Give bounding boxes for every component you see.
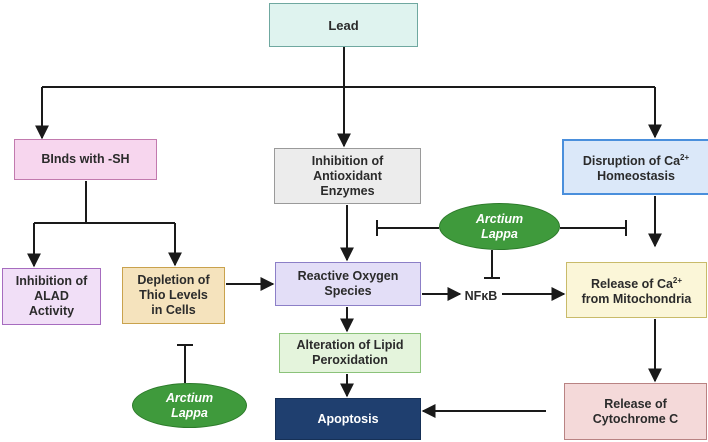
node-inhibition-alad: Inhibition of ALAD Activity	[2, 268, 101, 325]
node-depletion-thio-label: Depletion of Thio Levels in Cells	[137, 273, 210, 317]
node-binds-sh-label: BInds with -SH	[41, 152, 130, 166]
node-apoptosis: Apoptosis	[275, 398, 421, 440]
node-lead: Lead	[269, 3, 418, 47]
node-nfkb: NFκB	[462, 287, 500, 305]
node-ros-label: Reactive Oxygen Species	[297, 269, 399, 298]
node-lead-label: Lead	[328, 17, 359, 33]
node-nfkb-label: NFκB	[464, 289, 498, 303]
node-disruption-ca-text: Disruption of Ca	[582, 154, 681, 169]
node-cytochrome-label: Release of Cytochrome C	[592, 396, 679, 426]
node-disruption-ca-text-2: Homeostasis	[597, 169, 675, 184]
inhibitor-arctium-lappa-bottom: Arctium Lappa	[132, 383, 247, 428]
node-inhibition-antioxidant-label: Inhibition of Antioxidant Enzymes	[311, 153, 384, 198]
node-release-ca-text-2: from Mitochondria	[581, 292, 692, 307]
node-release-ca: Release of Ca2+ from Mitochondria	[566, 262, 707, 318]
node-disruption-ca: Disruption of Ca2+ Homeostasis	[562, 139, 708, 195]
inhibitor-bottom-label: Arctium Lappa	[165, 390, 214, 420]
node-inhibition-antioxidant: Inhibition of Antioxidant Enzymes	[274, 148, 421, 204]
inhibitor-top-label: Arctium Lappa	[475, 211, 524, 241]
node-apoptosis-label: Apoptosis	[317, 411, 379, 426]
node-binds-sh: BInds with -SH	[14, 139, 157, 180]
node-lipid-peroxidation: Alteration of Lipid Peroxidation	[279, 333, 421, 373]
node-disruption-ca-sup: 2+	[680, 152, 690, 162]
node-depletion-thio: Depletion of Thio Levels in Cells	[122, 267, 225, 324]
node-release-ca-label: Release of Ca2+ from Mitochondria	[582, 273, 692, 307]
inhibitor-arctium-lappa-top: Arctium Lappa	[439, 203, 560, 250]
node-release-ca-sup: 2+	[672, 275, 683, 285]
node-cytochrome: Release of Cytochrome C	[564, 383, 707, 440]
node-inhibition-alad-label: Inhibition of ALAD Activity	[15, 274, 88, 318]
node-lipid-peroxidation-label: Alteration of Lipid Peroxidation	[296, 338, 404, 367]
node-release-ca-text: Release of Ca	[590, 277, 673, 292]
node-ros: Reactive Oxygen Species	[275, 262, 421, 306]
node-disruption-ca-label: Disruption of Ca2+ Homeostasis	[583, 150, 689, 184]
